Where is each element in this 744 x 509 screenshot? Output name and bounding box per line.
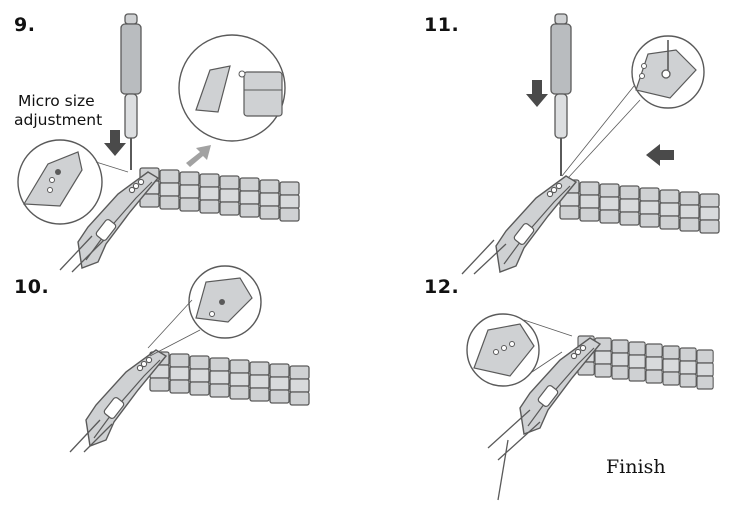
arrow-down-icon [104, 130, 126, 156]
micro-size-adjustment-label: Micro size adjustment [14, 92, 102, 130]
screwdriver [120, 13, 142, 170]
panel-step-10 [69, 265, 309, 453]
micro-size-label-line-1: Micro size [18, 92, 95, 110]
strap-tail [487, 409, 541, 501]
panel-step-12 [466, 313, 713, 501]
step-number-11: 11. [424, 14, 460, 36]
watch-clasp [85, 349, 167, 447]
step-number-12: 12. [424, 276, 460, 298]
zoom-callout-left [17, 139, 129, 225]
step-number-9: 9. [14, 14, 36, 36]
zoom-callout [561, 35, 705, 179]
watch-strap [560, 180, 719, 233]
panel-step-9 [17, 13, 299, 273]
zoom-callout-top [178, 34, 286, 142]
finish-label: Finish [606, 456, 666, 478]
strap-tail [59, 235, 105, 273]
strap-tail [461, 239, 507, 275]
zoom-callout [466, 313, 573, 387]
arrow-down-icon [526, 80, 548, 107]
micro-size-label-line-2: adjustment [14, 111, 103, 129]
watch-clasp [495, 175, 577, 273]
step-number-10: 10. [14, 276, 50, 298]
arrow-up-right-icon [186, 145, 211, 167]
zoom-callout [147, 265, 262, 357]
arrow-left-icon [646, 144, 674, 166]
watch-strap [140, 168, 299, 221]
strap-tail [69, 419, 113, 453]
screwdriver [550, 13, 572, 176]
watch-strap [150, 352, 309, 405]
panel-step-11 [461, 13, 719, 275]
